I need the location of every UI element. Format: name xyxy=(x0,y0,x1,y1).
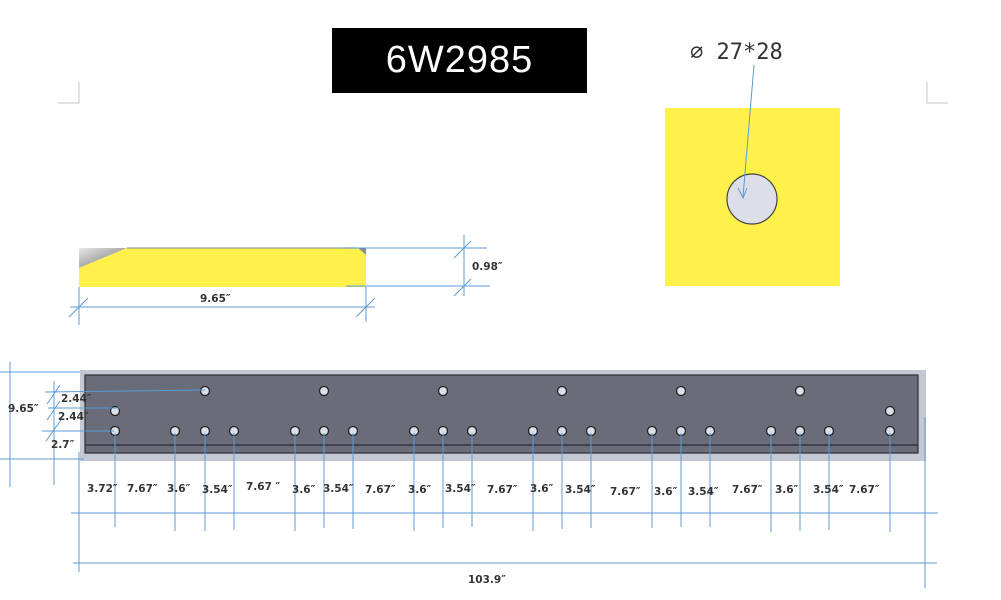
page-corner-marks xyxy=(58,82,948,104)
hole-spacing-label: 3.54″ xyxy=(202,484,233,496)
middle-row-hole xyxy=(109,405,121,417)
corner-mark-right xyxy=(926,82,948,104)
end-view: ⌀ 27*28 xyxy=(665,40,840,286)
hole-spacing-label: 3.72″ xyxy=(87,483,118,495)
vertical-spacing-label-1: 2.44″ xyxy=(61,393,92,405)
hole-leader-arrow-icon xyxy=(737,187,748,200)
vertical-spacing-label-3: 2.7″ xyxy=(51,439,75,451)
plan-dimension-lines xyxy=(0,362,938,588)
hole-spacing-label: 7.67″ xyxy=(610,486,641,498)
overall-length-label: 103.9″ xyxy=(468,574,506,586)
hole-spacing-label: 7.67″ xyxy=(487,484,518,496)
hole-spacing-label: 3.54″ xyxy=(688,486,719,498)
hole-spacing-labels: 3.72″ 7.67″ 3.6″ 3.54″ 7.67 ″ 3.6″ 3.54″ 7.67″ 3… xyxy=(87,481,880,498)
top-row-hole xyxy=(794,385,806,397)
plate-body xyxy=(84,374,919,454)
part-number: 6W2985 xyxy=(385,39,534,81)
hole-diameter-label: ⌀ 27*28 xyxy=(690,40,783,65)
hole-spacing-label: 7.67″ xyxy=(127,483,158,495)
top-row-hole xyxy=(556,385,568,397)
hole-spacing-label: 7.67″ xyxy=(849,484,880,496)
top-row-hole xyxy=(675,385,687,397)
top-row-hole xyxy=(318,385,330,397)
top-row-hole xyxy=(437,385,449,397)
hole-spacing-label: 3.54″ xyxy=(565,484,596,496)
hole-spacing-label: 3.54″ xyxy=(445,483,476,495)
hole-spacing-label: 3.54″ xyxy=(813,484,844,496)
side-view: 9.65″ 0.98″ xyxy=(68,235,503,325)
part-number-banner: 6W2985 xyxy=(332,28,587,93)
hole-spacing-label: 7.67″ xyxy=(732,484,763,496)
hole-leader-line xyxy=(742,64,755,198)
middle-row-hole xyxy=(884,405,896,417)
side-dimension-lines xyxy=(68,235,490,325)
corner-mark-left xyxy=(58,82,80,104)
vertical-spacing-label-2: 2.44″ xyxy=(58,411,89,423)
hole-spacing-label: 3.6″ xyxy=(530,483,554,495)
hole-spacing-label: 3.6″ xyxy=(292,484,316,496)
hole-spacing-label: 3.6″ xyxy=(775,484,799,496)
hole-spacing-label: 3.6″ xyxy=(167,483,191,495)
hole-spacing-label: 3.54″ xyxy=(323,483,354,495)
side-thickness-label: 0.98″ xyxy=(472,261,503,273)
hole-spacing-label: 7.67″ xyxy=(365,484,396,496)
end-view-hole xyxy=(726,173,778,225)
side-view-face xyxy=(79,248,366,287)
side-width-label: 9.65″ xyxy=(200,293,231,305)
hole-spacing-label: 3.6″ xyxy=(408,484,432,496)
plan-view: 9.65″ 2.44″ 2.44″ 2.7″ 3.72″ 7.67″ 3.6″ 3.5… xyxy=(0,362,938,588)
hole-spacing-label: 7.67 ″ xyxy=(246,481,281,493)
hole-spacing-label: 3.6″ xyxy=(654,486,678,498)
plate-height-label: 9.65″ xyxy=(8,403,39,415)
plate-holes xyxy=(109,385,896,437)
top-row-hole xyxy=(199,385,211,397)
